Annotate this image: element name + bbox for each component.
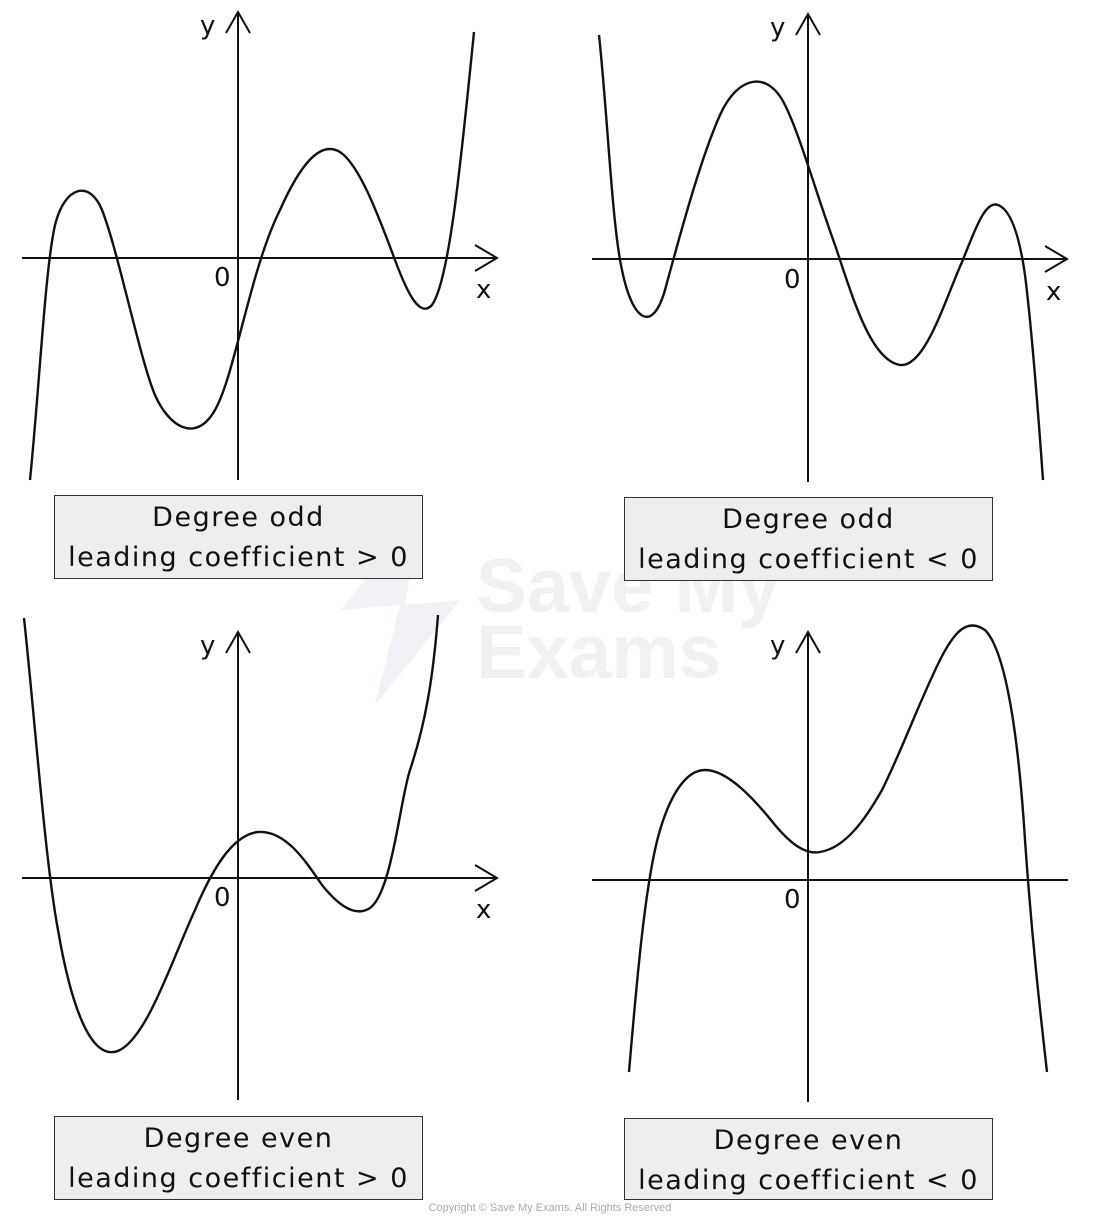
y-axis-label: y [770, 631, 785, 661]
y-axis-arrowhead [225, 629, 251, 654]
x-axis-label: x [476, 895, 491, 925]
caption-line1: Degree even [143, 1123, 334, 1154]
curve-odd-positive [28, 31, 476, 481]
panel-odd-positive: y x 0 [22, 9, 499, 481]
x-axis-label: x [1046, 277, 1061, 307]
caption-line1: Degree odd [722, 504, 895, 535]
origin-label: 0 [214, 883, 231, 913]
caption-line1: Degree even [713, 1125, 904, 1156]
caption-line2: leading coefficient < 0 [638, 1165, 979, 1196]
origin-label: 0 [214, 263, 231, 293]
copyright-notice: Copyright © Save My Exams. All Rights Re… [428, 1202, 672, 1214]
origin-label: 0 [784, 885, 801, 915]
caption-line2: leading coefficient > 0 [68, 1163, 409, 1194]
caption-odd-negative: Degree odd leading coefficient < 0 [624, 497, 993, 581]
x-axis-arrowhead [1044, 245, 1069, 273]
y-axis-label: y [770, 13, 785, 43]
panel-odd-negative: y x 0 [592, 11, 1069, 482]
x-axis-arrowhead [474, 244, 499, 272]
curve-even-negative [627, 624, 1049, 1073]
caption-line2: leading coefficient > 0 [68, 542, 409, 573]
x-axis-label: x [476, 275, 491, 305]
origin-label: 0 [784, 265, 801, 295]
caption-line1: Degree odd [152, 502, 325, 533]
x-axis-arrowhead [474, 864, 499, 892]
y-axis-label: y [200, 631, 215, 661]
caption-even-negative: Degree even leading coefficient < 0 [624, 1118, 993, 1200]
curve-even-positive [22, 614, 440, 1054]
curve-odd-negative [597, 34, 1045, 481]
watermark-bolt-icon [340, 515, 460, 705]
caption-even-positive: Degree even leading coefficient > 0 [54, 1116, 423, 1200]
y-axis-arrowhead [795, 11, 821, 36]
y-axis-arrowhead [225, 9, 251, 34]
y-axis-label: y [200, 11, 215, 41]
panel-even-positive: y x 0 [22, 614, 499, 1100]
y-axis-arrowhead [795, 629, 821, 654]
caption-line2: leading coefficient < 0 [638, 544, 979, 575]
caption-odd-positive: Degree odd leading coefficient > 0 [54, 495, 423, 579]
panel-even-negative: y 0 [592, 624, 1068, 1102]
watermark-line2: Exams [476, 610, 721, 695]
